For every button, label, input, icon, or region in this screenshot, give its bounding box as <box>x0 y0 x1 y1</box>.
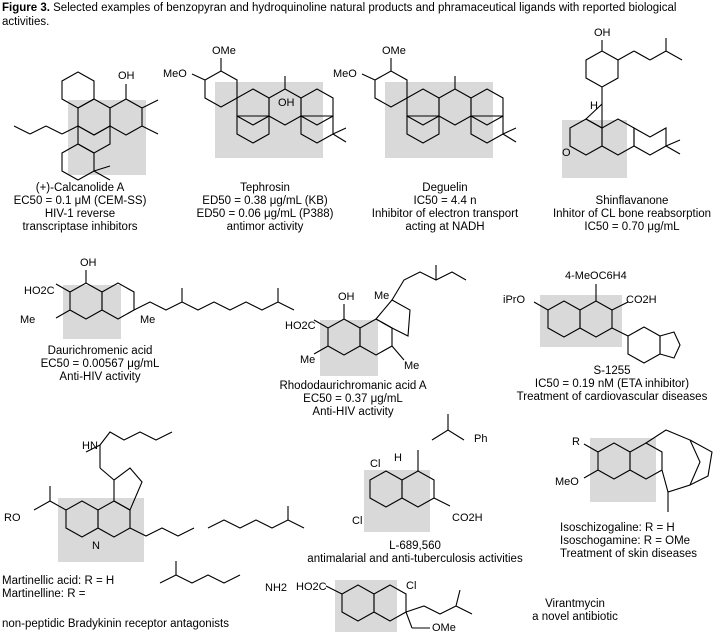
atom-cl-l689560: Cl <box>370 458 381 470</box>
structure-calcanolide <box>13 71 159 181</box>
structure-martinellic <box>33 431 305 584</box>
highlight-daurichromenic <box>63 285 121 339</box>
atom-co2h-s1255: CO2H <box>626 294 657 306</box>
caption-virantmycin: Virantmycin a novel antibiotic <box>532 598 618 623</box>
highlight-calcanolide <box>68 100 146 175</box>
structure-l689560 <box>369 414 465 508</box>
caption-martinellic-note: non-peptidic Bradykinin receptor antagon… <box>2 618 229 630</box>
caption-l689560: L-689,560 antimalarial and anti-tubercul… <box>307 540 523 565</box>
atom-oh-daurichromenic: OH <box>80 257 97 269</box>
atom-meo-deguelin: MeO <box>333 68 357 80</box>
atom-ro-martinellic: RO <box>4 512 21 524</box>
atom-hn-martinellic: HN <box>82 440 98 452</box>
atom-me2-daurichromenic: Me <box>140 314 156 326</box>
highlight-rhododaurichromanic <box>320 320 378 376</box>
caption-label: Figure 3. <box>2 2 50 14</box>
caption-martinellic: Martinellic acid: R = H Martinelline: R … <box>2 575 115 600</box>
caption-tephrosin: Tephrosin ED50 = 0.38 μg/mL (KB) ED50 = … <box>196 182 334 233</box>
atom-ipro-s1255: iPrO <box>503 294 525 306</box>
structure-deguelin <box>361 58 517 144</box>
atom-cl2-l689560: Cl <box>352 515 363 527</box>
atom-cl-virantmycin: Cl <box>406 580 417 592</box>
atom-oh-calcanolide: OH <box>118 70 135 82</box>
atom-me-rhodo: Me <box>300 354 316 366</box>
caption-rhododaurichromanic: Rhododaurichromanic acid A EC50 = 0.37 μ… <box>279 380 427 418</box>
caption-deguelin: Deguelin IC50 = 4.4 n Inhibitor of elect… <box>371 182 519 233</box>
atom-me-daurichromenic: Me <box>20 314 36 326</box>
atom-meo-iso: MeO <box>555 476 579 488</box>
atom-meo-tephrosin: MeO <box>163 68 187 80</box>
atom-me3-rhodo: Me <box>404 360 420 372</box>
atom-ho2c-rhodo: HO2C <box>285 320 316 332</box>
atom-ome-tephrosin: OMe <box>212 45 236 57</box>
atom-nh-martinellic: N <box>92 540 100 552</box>
structure-rhododaurichromanic <box>313 265 467 361</box>
atom-r-iso: R <box>572 436 580 448</box>
caption-text: Selected examples of benzopyran and hydr… <box>2 2 677 28</box>
atom-nh-l689560: H <box>394 452 402 464</box>
structure-isoschizogaline <box>583 429 713 512</box>
structure-tephrosin <box>191 58 347 144</box>
atom-oh-shinflavanone: OH <box>594 27 611 39</box>
atom-oh-rhodo: OH <box>338 291 355 303</box>
highlight-virantmycin <box>335 580 397 632</box>
atom-me2-rhodo: Me <box>374 290 390 302</box>
atom-h-shinflavanone: H <box>590 100 598 112</box>
atom-ho2c-daurichromenic: HO2C <box>24 285 55 297</box>
atom-oh-tephrosin: OH <box>278 97 295 109</box>
structure-shinflavanone <box>569 38 683 156</box>
highlight-s1255 <box>540 295 622 347</box>
atom-ph-l689560: Ph <box>474 433 488 445</box>
atom-ome-deguelin: OMe <box>382 45 406 57</box>
caption-calcanolide: (+)-Calcanolide A EC50 = 0.1 μM (CEM-SS)… <box>13 182 147 233</box>
structure-virantmycin <box>325 584 473 629</box>
caption-daurichromenic: Daurichromenic acid EC50 = 0.00567 μg/mL… <box>40 345 160 383</box>
atom-o-shinflavanone: O <box>562 147 571 159</box>
atom-aryl-s1255: 4-MeOC6H4 <box>565 270 627 282</box>
atom-ho2c-virantmycin: HO2C <box>296 581 327 593</box>
atom-ome-virantmycin: OMe <box>432 622 456 634</box>
atom-nh2-martinelline: NH2 <box>265 582 288 594</box>
caption-shinflavanone: Shinflavanone Inhitor of CL bone reabsor… <box>552 195 712 233</box>
structure-s1255 <box>533 284 681 364</box>
figure-caption: Figure 3. Selected examples of benzopyra… <box>2 1 722 29</box>
caption-isoschizogaline: Isoschizogaline: R = H Isoschogamine: R … <box>560 522 697 560</box>
atom-co2h-l689560: CO2H <box>452 512 483 524</box>
caption-s1255: S-1255 IC50 = 0.19 nM (ETA inhibitor) Tr… <box>516 365 708 403</box>
structure-daurichromenic <box>55 270 295 320</box>
highlight-shinflavanone <box>562 120 627 178</box>
